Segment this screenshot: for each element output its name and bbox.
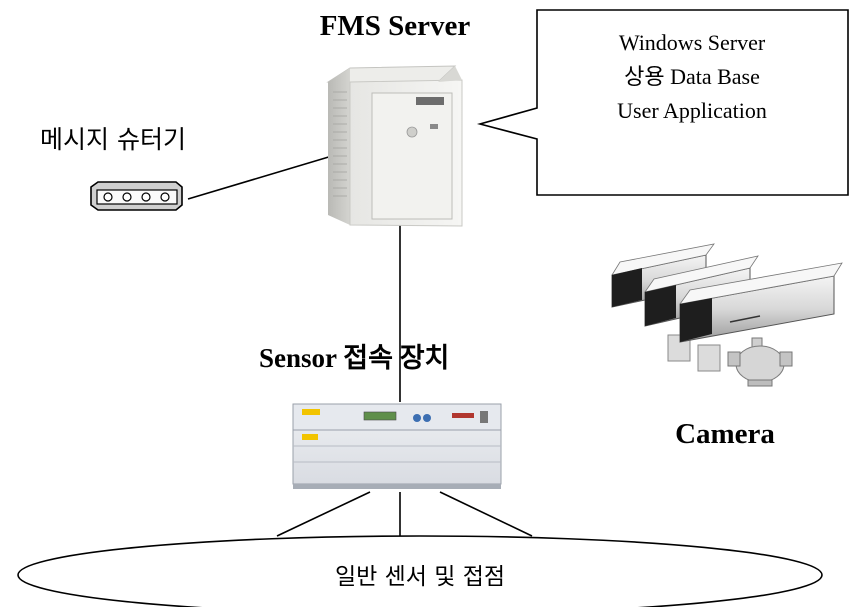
server-callout: Windows Server 상용 Data Base User Applica… <box>476 9 849 196</box>
camera-unit-3 <box>679 262 843 343</box>
server-door <box>371 92 453 220</box>
callout-line-database: 상용 Data Base <box>624 64 760 89</box>
camera-label: Camera <box>675 418 775 450</box>
fms-server-tower-icon <box>326 65 463 227</box>
shooter-led-1 <box>103 192 113 202</box>
sensor-to-field-line-left <box>276 491 371 537</box>
camera-unit-1 <box>611 243 715 362</box>
camera-pan-tilt-head <box>727 337 793 387</box>
shooter-led-2 <box>122 192 132 202</box>
sensor-device-label: Sensor 접속 장치 <box>259 343 449 373</box>
server-side-face <box>328 68 350 225</box>
shooter-window <box>96 189 178 205</box>
server-title: FMS Server <box>320 10 471 42</box>
camera-group-icon <box>611 243 843 387</box>
message-shooter-label: 메시지 슈터기 <box>40 125 186 154</box>
field-sensors-label: 일반 센서 및 접점 <box>335 564 505 590</box>
callout-line-os: Windows Server <box>619 30 766 55</box>
rack-lower-label <box>302 434 318 440</box>
message-shooter-icon <box>90 181 183 211</box>
callout-line-application: User Application <box>617 98 767 123</box>
field-sensors-ellipse <box>17 535 823 607</box>
shooter-led-4 <box>160 192 170 202</box>
shooter-led-3 <box>141 192 151 202</box>
server-to-shooter-line <box>187 152 343 200</box>
sensor-rack-device-icon <box>292 403 502 489</box>
server-lock <box>406 126 418 138</box>
rack-top-label <box>302 409 320 415</box>
callout-box <box>476 9 849 196</box>
connection-lines <box>187 152 533 537</box>
rack-display <box>363 411 397 421</box>
server-lcd <box>416 97 444 105</box>
sensor-to-field-line-right <box>439 491 533 537</box>
